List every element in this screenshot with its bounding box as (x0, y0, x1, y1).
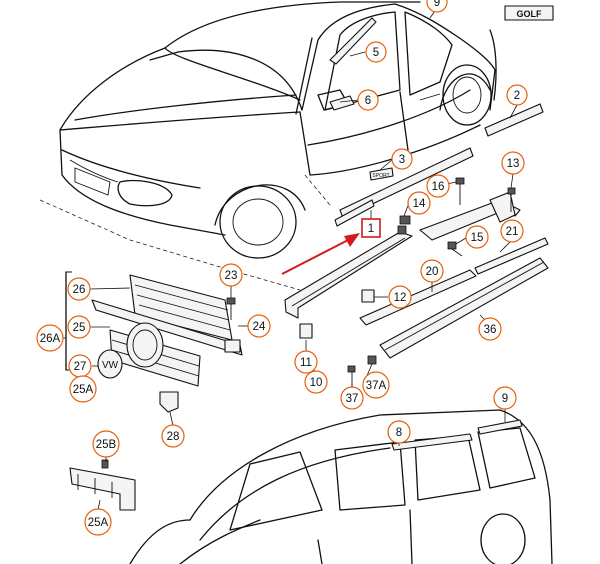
callout-6: 6 (357, 89, 379, 111)
callout-16: 16 (426, 174, 450, 198)
svg-text:21: 21 (506, 226, 519, 238)
svg-text:3: 3 (399, 154, 405, 166)
callout-23: 23 (219, 263, 243, 287)
screw-15 (447, 241, 463, 257)
svg-text:36: 36 (484, 324, 497, 336)
callout-20: 20 (420, 259, 444, 283)
callout-37: 37 (340, 386, 364, 410)
sill-trim-20 (359, 269, 477, 326)
svg-text:9: 9 (502, 393, 508, 405)
callout-9-top: 9 (426, 0, 448, 13)
svg-text:14: 14 (413, 198, 426, 210)
callout-5: 5 (365, 41, 387, 63)
svg-text:25: 25 (73, 322, 86, 334)
svg-text:25A: 25A (73, 384, 94, 396)
sport-badge: SPORT (369, 167, 394, 181)
svg-text:10: 10 (310, 377, 323, 389)
svg-text:9: 9 (434, 0, 440, 9)
golf-badge: GOLF (504, 5, 554, 21)
roof-trim-strip (329, 17, 377, 65)
callout-28: 28 (161, 424, 185, 448)
callout-21: 21 (500, 219, 524, 243)
svg-text:GOLF: GOLF (517, 9, 542, 19)
svg-text:1: 1 (368, 223, 374, 235)
callout-27: 27 (68, 354, 92, 378)
callout-36: 36 (478, 317, 502, 341)
clip-12 (361, 289, 375, 303)
callout-1-highlighted: 1 (361, 218, 381, 238)
svg-text:8: 8 (396, 427, 402, 439)
clip-11 (299, 323, 313, 339)
bracket-25a (69, 459, 136, 511)
callout-15: 15 (465, 225, 489, 249)
svg-text:15: 15 (471, 232, 484, 244)
callout-26: 26 (67, 277, 91, 301)
svg-text:23: 23 (225, 270, 238, 282)
svg-text:26: 26 (73, 284, 86, 296)
svg-text:6: 6 (365, 95, 371, 107)
nut-14 (397, 215, 411, 235)
svg-text:16: 16 (432, 181, 445, 193)
svg-text:11: 11 (300, 357, 312, 369)
callout-10: 10 (304, 370, 328, 394)
callout-2: 2 (506, 84, 528, 106)
svg-text:5: 5 (373, 47, 379, 59)
callout-8: 8 (387, 420, 411, 444)
roof-rail-9 (477, 419, 523, 435)
sill-trim-21 (474, 237, 549, 275)
side-molding-1 (334, 199, 375, 227)
roof-rail-8 (391, 433, 473, 451)
callout-3: 3 (391, 148, 413, 170)
svg-text:25A: 25A (88, 517, 109, 529)
callout-24: 24 (247, 314, 271, 338)
svg-text:SPORT: SPORT (372, 173, 389, 179)
callout-9-bottom: 9 (493, 386, 517, 410)
wagon-car-drawing (129, 409, 553, 564)
side-molding-3 (339, 147, 474, 219)
svg-text:12: 12 (394, 292, 407, 304)
highlight-arrow (281, 233, 360, 275)
callout-37a: 37A (362, 371, 390, 399)
window-trim-strip (329, 95, 355, 111)
grille-assembly: VW (65, 271, 243, 413)
callout-11: 11 (294, 350, 318, 374)
callout-25: 25 (67, 315, 91, 339)
screw-13 (507, 187, 516, 212)
svg-text:26A: 26A (40, 333, 61, 345)
callout-25b: 25B (92, 430, 120, 458)
svg-text:24: 24 (253, 321, 266, 333)
callout-14: 14 (407, 191, 431, 215)
callout-13: 13 (501, 151, 525, 175)
leader-lines (52, 7, 518, 511)
svg-text:2: 2 (514, 90, 520, 102)
svg-text:37: 37 (346, 393, 359, 405)
screw-16 (455, 177, 465, 205)
svg-text:25B: 25B (96, 439, 117, 451)
svg-text:VW: VW (102, 360, 119, 371)
callout-26a: 26A (36, 324, 64, 352)
svg-text:37A: 37A (366, 380, 387, 392)
hatchback-car-drawing (59, 1, 497, 259)
side-molding-2 (484, 103, 544, 137)
svg-text:13: 13 (507, 158, 520, 170)
callout-12: 12 (388, 285, 412, 309)
callout-25a-bracket: 25A (84, 508, 112, 536)
svg-text:20: 20 (426, 266, 439, 278)
svg-text:27: 27 (74, 361, 87, 373)
svg-text:28: 28 (167, 431, 180, 443)
bracket-side (489, 191, 516, 223)
callout-25a-grille: 25A (69, 375, 97, 403)
